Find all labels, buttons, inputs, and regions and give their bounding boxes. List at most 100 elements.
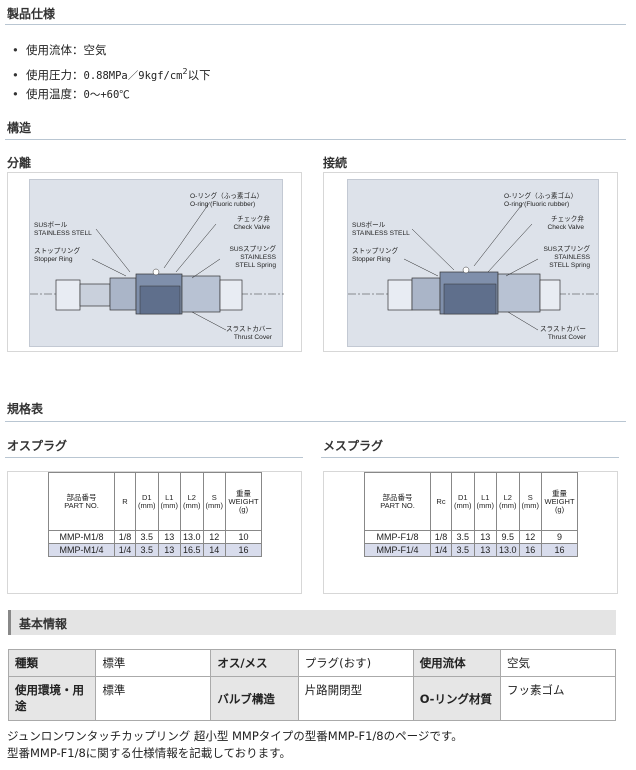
separated-coupling-drawing: [30, 201, 284, 331]
spec-item-fluid: 使用流体：空気: [12, 39, 211, 61]
column-header: D1(mm): [451, 472, 475, 531]
connected-diagram: O-リング（ふっ素ゴム）O-ring (Fluoric rubber) チェック…: [347, 179, 600, 347]
description-line: 型番MMP-F1/8に関する仕様情報を記載しております。: [7, 746, 291, 760]
male-plug-subtitle: オスプラグ: [7, 439, 68, 453]
table-cell: 9: [541, 530, 579, 544]
info-value: 標準: [95, 649, 212, 677]
subsection-divider: [5, 457, 303, 458]
table-cell: 16: [225, 543, 263, 557]
table-cell: MMP-F1/8: [364, 530, 431, 544]
table-cell: 3.5: [451, 530, 475, 544]
table-cell: 12: [202, 530, 227, 544]
connected-coupling-drawing: [348, 201, 600, 331]
spec-list: 使用流体：空気 使用圧力：0.88MPa／9kgf/cm2以下 使用温度：0〜+…: [12, 39, 211, 105]
basic-info-header: 基本情報: [8, 610, 616, 635]
table-cell: 13: [473, 543, 497, 557]
table-cell: 12: [518, 530, 543, 544]
oring-label: O-リング（ふっ素ゴム）O-ring (Fluoric rubber): [190, 193, 264, 208]
table-cell: 1/4: [430, 543, 452, 557]
connected-diagram-frame: O-リング（ふっ素ゴム）O-ring (Fluoric rubber) チェック…: [323, 172, 618, 352]
oring-label: O-リング（ふっ素ゴム）O-ring (Fluoric rubber): [504, 193, 578, 208]
section-divider: [5, 421, 626, 422]
spec-item-pressure: 使用圧力：0.88MPa／9kgf/cm2以下: [12, 61, 211, 83]
info-value: フッ素ゴム: [500, 676, 616, 721]
table-row: 使用環境・用途 標準 バルブ構造 片路開閉型 O-リング材質 フッ素ゴム: [7, 676, 616, 721]
table-cell: 9.5: [496, 530, 520, 544]
separated-subtitle: 分離: [7, 156, 32, 170]
page-description: ジュンロンワンタッチカップリング 超小型 MMPタイプの型番MMP-F1/8のペ…: [7, 728, 463, 762]
table-section-title: 規格表: [7, 402, 44, 416]
column-header: L1(mm): [157, 472, 181, 531]
connected-subtitle: 接続: [323, 156, 348, 170]
table-cell: 1/4: [114, 543, 136, 557]
info-key: O-リング材質: [412, 676, 502, 721]
info-value: 空気: [500, 649, 616, 677]
female-plug-subtitle: メスプラグ: [323, 439, 384, 453]
table-cell: 13: [473, 530, 497, 544]
section-divider: [5, 24, 626, 25]
info-key: 種類: [7, 649, 97, 677]
table-cell: 1/8: [430, 530, 452, 544]
table-row: 種類 標準 オス/メス プラグ(おす) 使用流体 空気: [7, 649, 616, 677]
table-cell: 13.0: [496, 543, 520, 557]
table-cell: 13: [157, 530, 181, 544]
table-cell: 13.0: [180, 530, 204, 544]
separated-diagram-frame: O-リング（ふっ素ゴム）O-ring (Fluoric rubber) チェック…: [7, 172, 302, 352]
separated-diagram: O-リング（ふっ素ゴム）O-ring (Fluoric rubber) チェック…: [29, 179, 284, 347]
description-line: ジュンロンワンタッチカップリング 超小型 MMPタイプの型番MMP-F1/8のペ…: [7, 729, 463, 743]
spec-section-title: 製品仕様: [7, 7, 56, 21]
subsection-divider: [321, 457, 619, 458]
info-value: プラグ(おす): [297, 649, 414, 677]
table-cell: 16: [541, 543, 579, 557]
column-header: Rc: [430, 472, 452, 531]
info-key: 使用環境・用途: [7, 676, 97, 721]
table-cell: 3.5: [135, 530, 159, 544]
column-header: L1(mm): [473, 472, 497, 531]
table-cell: 14: [202, 543, 227, 557]
table-cell: 16.5: [180, 543, 204, 557]
info-key: 使用流体: [412, 649, 502, 677]
column-header: S(mm): [202, 472, 227, 531]
info-value: 標準: [95, 676, 212, 721]
table-cell: 1/8: [114, 530, 136, 544]
table-cell: 10: [225, 530, 263, 544]
info-key: オス/メス: [210, 649, 299, 677]
info-value: 片路開閉型: [297, 676, 414, 721]
column-header: S(mm): [518, 472, 543, 531]
column-header: L2(mm): [496, 472, 520, 531]
column-header: D1(mm): [135, 472, 159, 531]
table-cell: MMP-M1/4: [48, 543, 115, 557]
basic-info-table: 種類 標準 オス/メス プラグ(おす) 使用流体 空気 使用環境・用途 標準 バ…: [7, 649, 616, 721]
spec-item-temperature: 使用温度：0〜+60℃: [12, 83, 211, 105]
structure-section-title: 構造: [7, 121, 32, 135]
table-cell: MMP-M1/8: [48, 530, 115, 544]
info-key: バルブ構造: [210, 676, 299, 721]
column-header: R: [114, 472, 136, 531]
section-divider: [5, 139, 626, 140]
table-cell: 13: [157, 543, 181, 557]
column-header: L2(mm): [180, 472, 204, 531]
table-cell: 16: [518, 543, 543, 557]
